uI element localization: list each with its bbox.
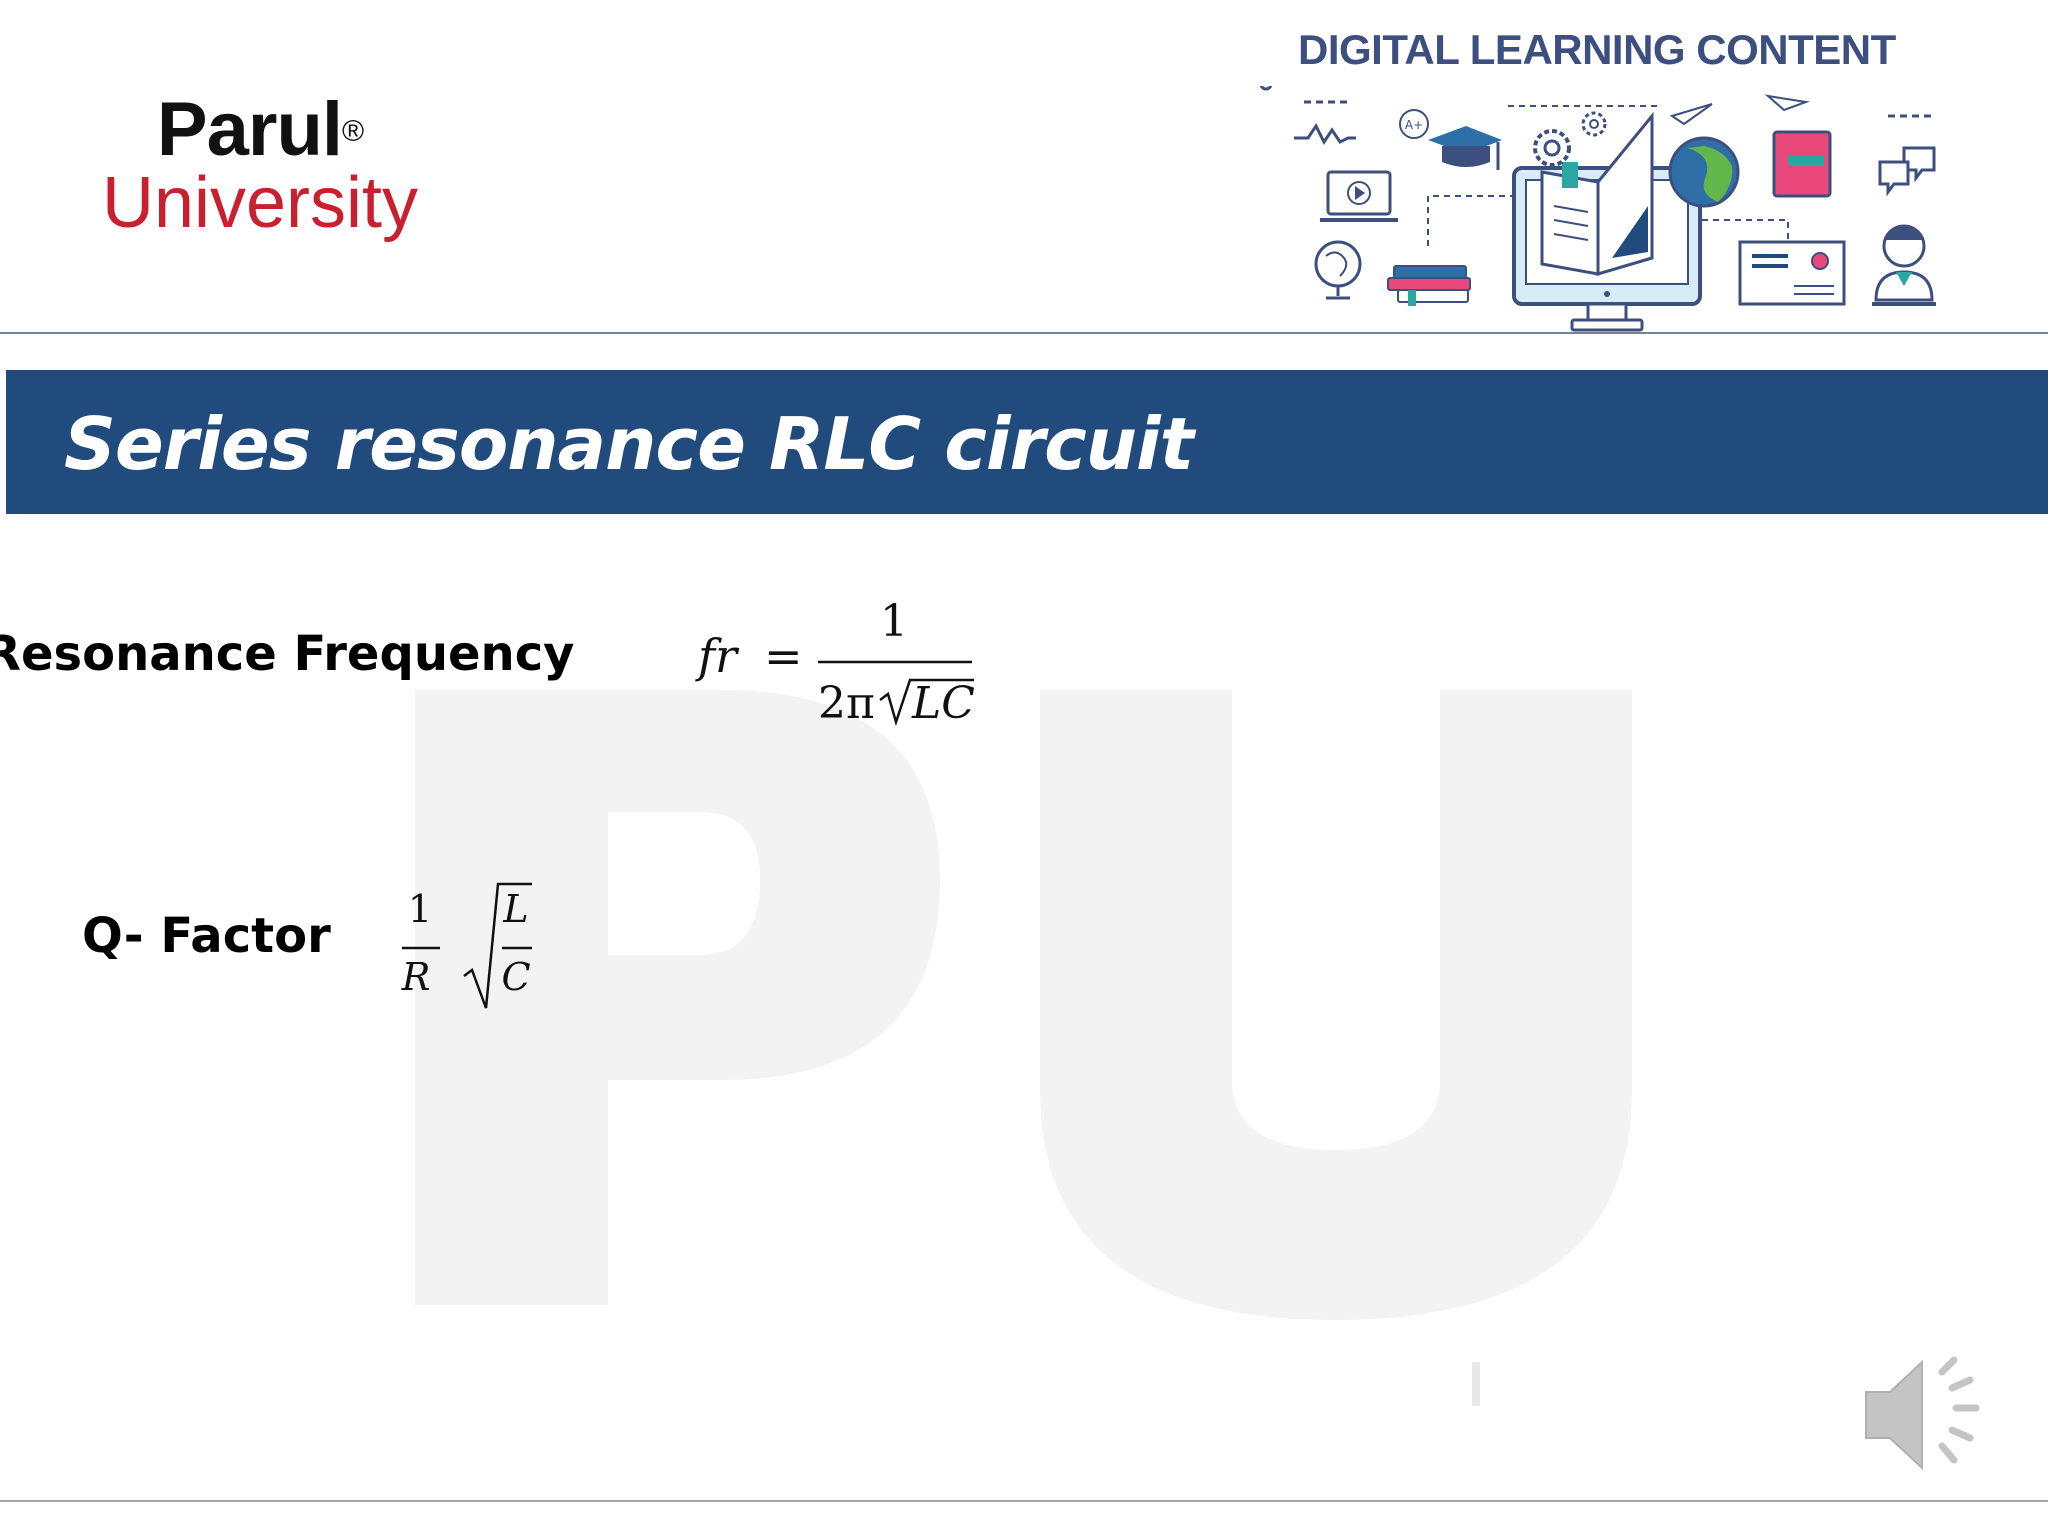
resonance-frequency-label: Resonance Frequency — [0, 626, 575, 682]
gear-icon — [1533, 111, 1607, 167]
digital-learning-illustration: A+ — [1259, 86, 1936, 332]
certificate-icon — [1738, 240, 1846, 306]
svg-text:fr: fr — [695, 629, 740, 683]
sparkle-decor-icon — [1259, 86, 1936, 118]
laptop-play-icon — [1320, 170, 1398, 222]
svg-text:2π: 2π — [818, 678, 875, 729]
svg-text:L: L — [502, 887, 528, 931]
parul-university-logo: Parul® University — [90, 92, 430, 243]
monitor-book-icon — [1512, 111, 1702, 332]
logo-registered-mark: ® — [341, 115, 364, 148]
resonance-frequency-formula: fr = 1 2π LC — [695, 596, 975, 729]
svg-text:LC: LC — [911, 678, 975, 729]
svg-text:C: C — [501, 955, 530, 999]
q-factor-formula: 1 R L C — [401, 882, 532, 1009]
header-divider — [0, 332, 2048, 334]
digital-learning-label: DIGITAL LEARNING CONTENT — [1298, 26, 1896, 73]
svg-text:R: R — [401, 955, 431, 999]
footer-divider — [0, 1500, 2048, 1502]
student-avatar-icon — [1872, 224, 1936, 306]
graduation-cap-icon: A+ — [1399, 109, 1502, 170]
chat-bubbles-icon — [1878, 146, 1936, 197]
svg-text:=: = — [764, 629, 803, 683]
speaker-icon[interactable] — [1860, 1350, 2000, 1480]
svg-text:1: 1 — [408, 887, 432, 931]
svg-text:1: 1 — [880, 596, 908, 647]
books-stack-icon — [1387, 265, 1471, 306]
wave-icon — [1294, 123, 1356, 145]
q-factor-label: Q- Factor — [82, 908, 331, 964]
svg-text:A+: A+ — [1405, 118, 1423, 132]
earth-icon — [1668, 136, 1740, 208]
logo-line1: Parul — [156, 87, 343, 172]
logo-line2: University — [101, 163, 419, 243]
slide-title: Series resonance RLC circuit — [64, 402, 1194, 486]
title-banner: Series resonance RLC circuit — [6, 370, 2048, 514]
notebook-icon — [1772, 130, 1832, 198]
globe-stand-icon — [1314, 240, 1362, 300]
paper-plane-icon — [1669, 94, 1810, 126]
decor-tick — [1472, 1362, 1480, 1406]
